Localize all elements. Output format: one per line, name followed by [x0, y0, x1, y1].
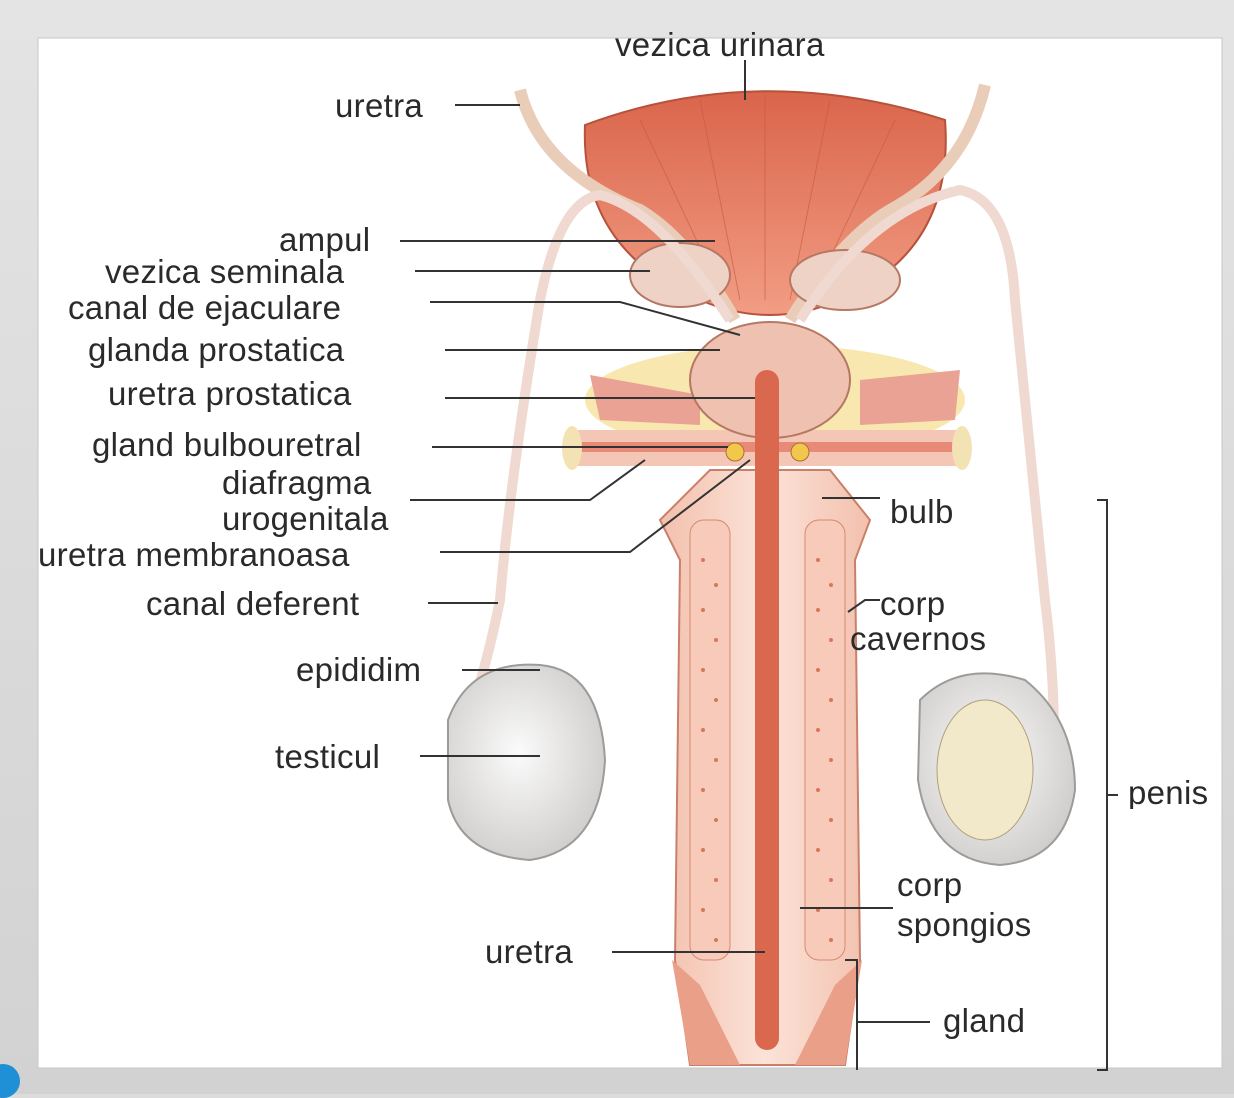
label-uretra-prostatica: uretra prostatica	[108, 377, 352, 410]
label-penis: penis	[1128, 776, 1222, 809]
label-epididim: epididim	[296, 653, 421, 686]
label-canal-deferent: canal deferent	[146, 587, 359, 620]
label-gland-bulbouretral: gland bulbouretral	[92, 428, 362, 461]
label-corp-cavernos-1: corp	[880, 587, 945, 620]
urethra	[755, 370, 779, 1050]
label-urogenitala: urogenitala	[222, 502, 389, 535]
testis-right-lobules	[937, 700, 1033, 840]
label-gland: gland	[943, 1004, 1025, 1037]
label-canal-ejaculare: canal de ejaculare	[68, 291, 341, 324]
label-uretra-bottom: uretra	[485, 935, 573, 968]
label-corp-spongios-2: spongios	[897, 908, 1032, 941]
label-diafragma: diafragma	[222, 466, 371, 499]
label-vezica-urinara: vezica urinara	[615, 28, 825, 61]
label-uretra-membranoasa: uretra membranoasa	[38, 538, 430, 571]
testis-left	[448, 665, 605, 860]
label-bulb: bulb	[890, 495, 954, 528]
label-corp-spongios-1: corp	[897, 868, 962, 901]
label-testicul: testicul	[275, 740, 380, 773]
label-glanda-prostatica: glanda prostatica	[88, 333, 344, 366]
label-vezica-seminala: vezica seminala	[105, 255, 344, 288]
label-uretra-top: uretra	[335, 89, 423, 122]
label-corp-cavernos-2: cavernos	[850, 622, 986, 655]
label-ampul: ampul	[279, 223, 370, 256]
